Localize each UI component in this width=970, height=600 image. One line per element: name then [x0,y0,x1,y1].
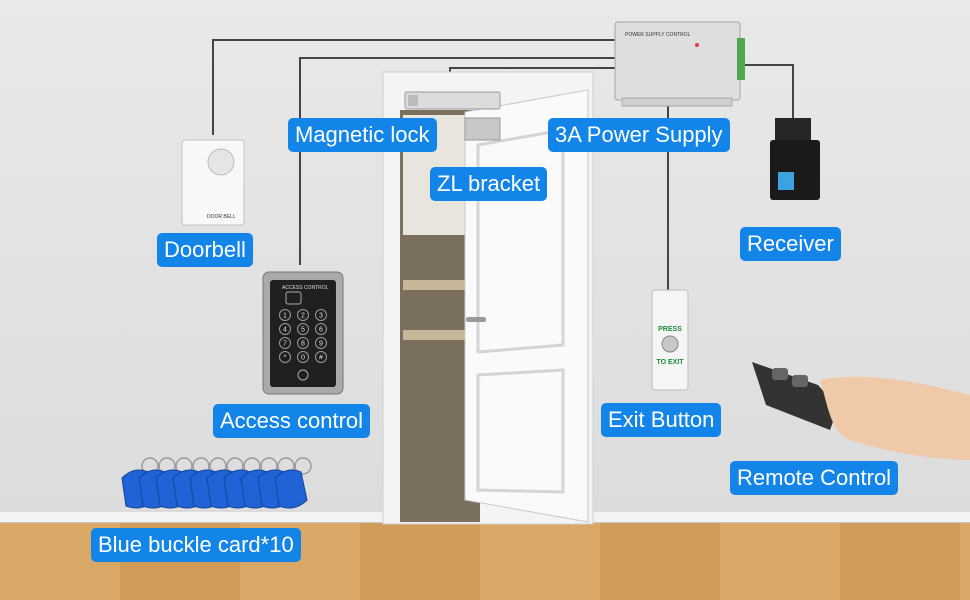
keypad-key: 9 [319,341,323,348]
keypad-key: 8 [301,341,305,348]
keypad-key-ring [279,337,291,349]
zl-bracket-device [464,117,501,141]
wire-access-control [299,57,620,265]
wire-receiver [740,64,794,120]
label-blue-card: Blue buckle card*10 [91,528,301,562]
label-power-supply: 3A Power Supply [548,118,730,152]
power-box-title: POWER SUPPLY CONTROL [625,32,691,38]
blue-buckle-card [274,469,308,509]
keypad-key: 7 [283,341,287,348]
label-access-control: Access control [213,404,371,438]
keypad-key-ring [297,309,309,321]
wire-doorbell [212,39,620,135]
keypad-key-ring [279,309,291,321]
keypad-key: * [284,355,287,362]
keypad-key: # [319,355,323,362]
magnetic-lock-device [404,91,501,110]
power-supply-box: POWER SUPPLY CONTROL [614,21,745,107]
key-ring [294,457,312,475]
access-control-keypad: ACCESS CONTROL 1 2 3 4 5 6 7 8 9 * 0 # [262,271,344,395]
keypad-key: 2 [301,313,305,320]
label-receiver: Receiver [740,227,841,261]
keypad-key: 1 [283,313,287,320]
keypad-key-ring [297,323,309,335]
label-remote-control: Remote Control [730,461,899,495]
door-handle [466,317,486,322]
keypad-key: 4 [283,327,287,334]
keypad-key: 6 [319,327,323,334]
keypad-title: ACCESS CONTROL [282,285,329,291]
hand [820,376,970,460]
label-magnetic-lock: Magnetic lock [288,118,437,152]
door-leaf [464,89,589,523]
label-exit-button: Exit Button [601,403,722,437]
doorbell-device: DOOR BELL [181,139,245,226]
keypad-key: 3 [319,313,323,320]
receiver-device [770,118,820,200]
keypad-key-ring [279,323,291,335]
keypad-key-ring [315,351,327,363]
keypad-key: 5 [301,327,305,334]
keypad-key-ring [315,309,327,321]
keypad-key-ring [297,337,309,349]
keypad-key-ring [297,351,309,363]
keypad-key-ring [315,323,327,335]
exit-to-exit-text: TO EXIT [656,359,684,366]
label-doorbell: Doorbell [157,233,253,267]
blue-buckle-cards [121,457,312,509]
keypad-key-ring [315,337,327,349]
keypad-key: 0 [301,355,305,362]
keypad-keys: 1 2 3 4 5 6 7 8 9 * 0 # [279,309,327,363]
keypad-key-ring [279,351,291,363]
remote-control-device [752,362,838,430]
doorbell-text: DOOR BELL [207,214,236,220]
exit-button-device: PRESS TO EXIT [651,289,689,391]
exit-press-text: PRESS [658,326,682,333]
label-zl-bracket: ZL bracket [430,167,548,201]
